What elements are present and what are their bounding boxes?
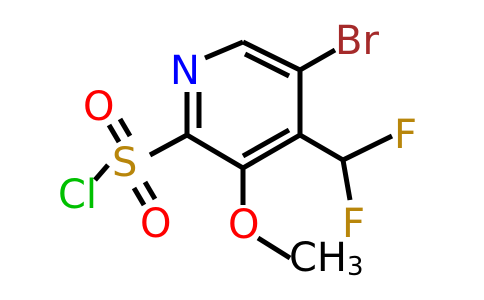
bond-s-cl (93, 163, 110, 182)
ch3-main: CH (289, 235, 347, 281)
bond-s-o-bottom-a (131, 186, 147, 207)
atom-label-o-sulfonyl-bottom: O (140, 201, 171, 247)
atom-label-f-bottom: F (342, 201, 365, 247)
bond-c4-chf2 (298, 132, 345, 163)
pyridine-ring (184, 39, 303, 171)
atom-label-f-top: F (394, 112, 417, 158)
bond-c5-br (298, 47, 337, 73)
atom-label-o-methoxy: O (228, 202, 259, 248)
bond-o-ch3 (256, 235, 292, 261)
bond-s-o-top-a (106, 123, 122, 144)
bond-c4-c3-inner (241, 127, 291, 159)
atom-label-ch3: CH3 (289, 235, 364, 282)
bond-c4-c3 (241, 132, 302, 171)
atom-label-br: Br (335, 18, 379, 64)
bond-chf2-f-bottom (340, 159, 353, 201)
bond-c6-c5 (241, 39, 302, 73)
bond-n-c6 (204, 39, 244, 61)
atom-label-s: S (112, 140, 137, 186)
bond-chf2-f-top (341, 133, 394, 163)
bond-s-o-bottom-b (142, 180, 158, 201)
atom-label-cl: Cl (58, 172, 97, 218)
bond-c3-c2 (185, 132, 245, 171)
ch3-subscript: 3 (347, 252, 364, 282)
bond-c6-c5-inner (243, 51, 291, 79)
bond-s-o-top-b (117, 117, 133, 138)
substituent-bonds (93, 47, 394, 261)
atom-label-o-sulfonyl-top: O (83, 84, 114, 130)
atom-label-n: N (170, 48, 200, 94)
bond-c2-s (148, 132, 189, 158)
